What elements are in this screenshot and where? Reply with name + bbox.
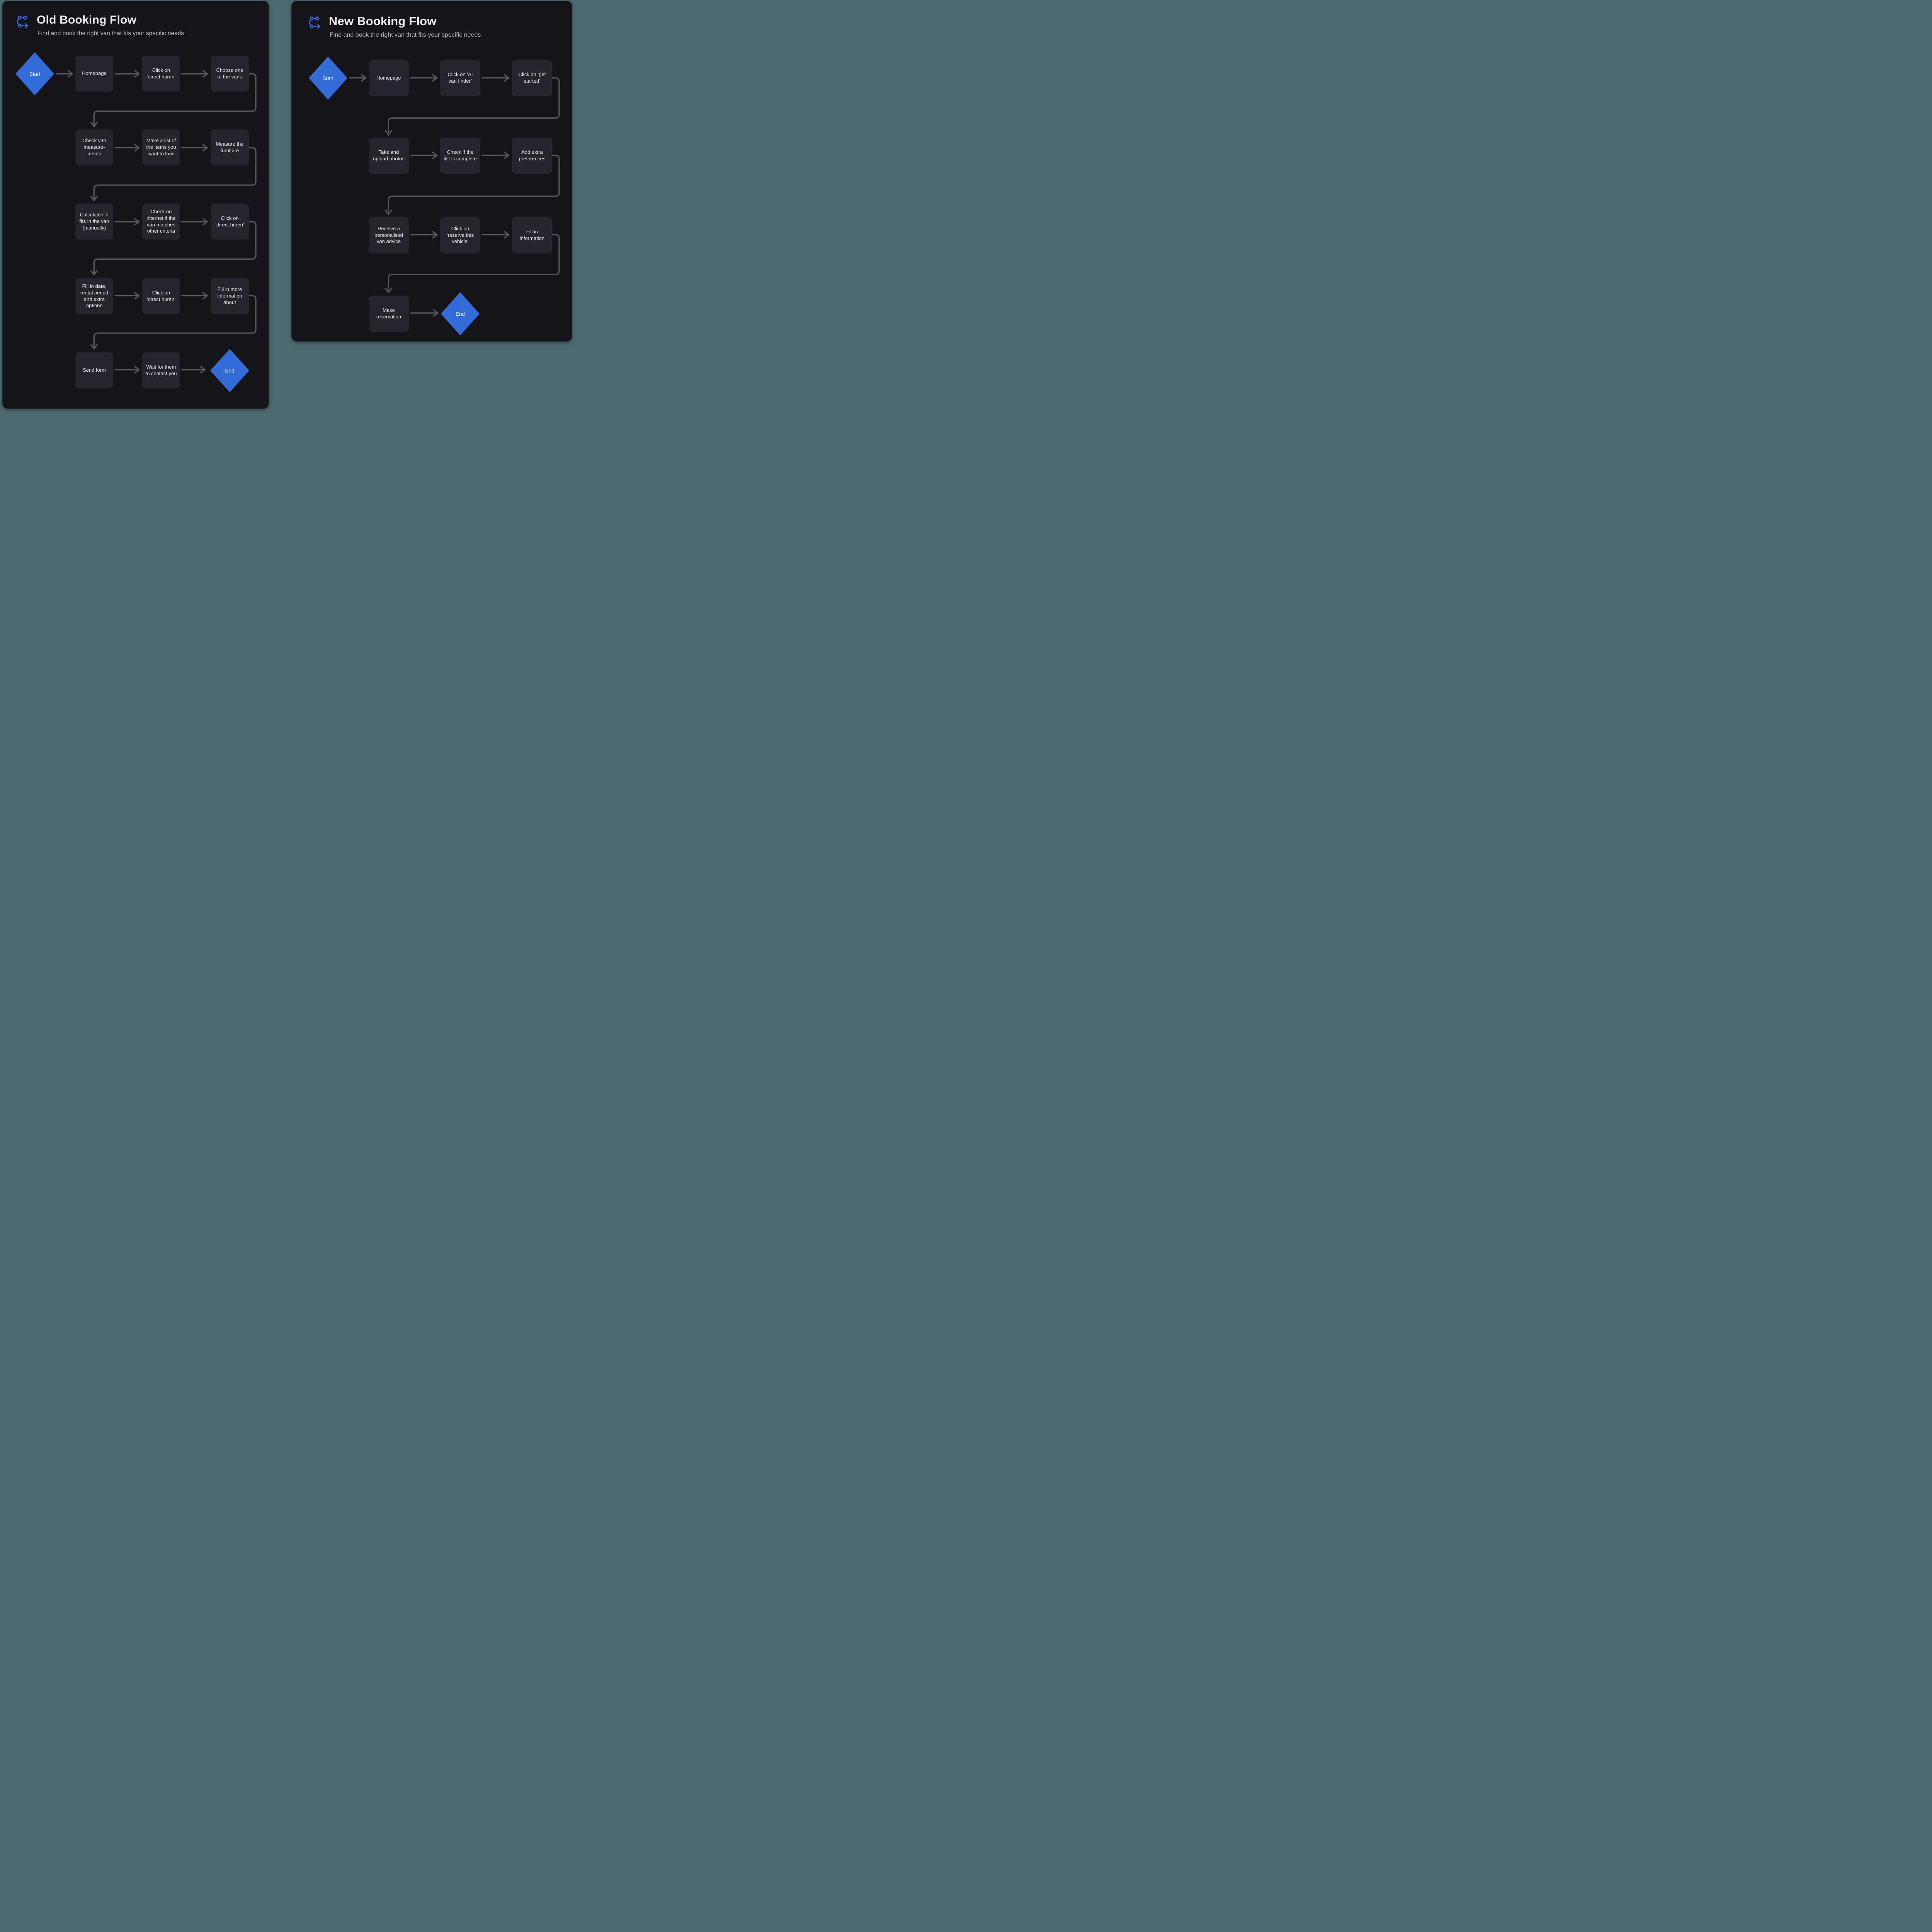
flow-node-click-ai-van-finder: Click on ‘AI van finder’ — [440, 60, 480, 96]
flow-node-make-list-of-items: Make a list of the items you want to loa… — [142, 129, 180, 165]
flow-node-check-on-internet: Check on internet if the van matches oth… — [142, 204, 180, 240]
flow-node-fill-in-more-information: Fill in more information about — [211, 278, 249, 314]
booking-flow-icon — [17, 15, 28, 28]
flow-node-homepage: Homepage — [369, 60, 409, 96]
arrowhead-icon — [134, 292, 140, 299]
new-flow-title: New Booking Flow — [329, 14, 437, 28]
old-flow-header-text: Old Booking Flow Find and book the right… — [37, 14, 184, 37]
arrowhead-icon — [200, 366, 206, 374]
arrowhead-icon — [202, 144, 208, 152]
arrowhead-icon — [503, 231, 510, 239]
flow-node-receive-personalised-van-advice: Receive a personalised van advice — [369, 217, 409, 253]
booking-flow-icon — [309, 16, 320, 29]
flow-node-click-direct-huren-2: Click on ‘direct huren’ — [211, 204, 249, 240]
flow-node-fill-in-information: Fill in information — [512, 217, 552, 253]
flow-node-check-if-list-complete: Check if the list is complete — [440, 138, 480, 174]
flow-node-calculate-if-it-fits: Calculate if it fits in the van (manuall… — [75, 204, 113, 240]
flow-node-measure-the-furniture: Measure the furniture — [211, 129, 249, 165]
flow-node-send-form: Send form — [75, 352, 113, 388]
flow-node-end: End — [210, 349, 249, 392]
arrowhead-icon — [202, 70, 208, 78]
arrowhead-icon — [503, 151, 510, 159]
arrowhead-icon — [90, 270, 98, 276]
arrowhead-icon — [433, 309, 439, 317]
arrowhead-icon — [503, 74, 510, 82]
old-flow-subtitle: Find and book the right van that fits yo… — [37, 30, 184, 37]
arrowhead-icon — [134, 218, 140, 226]
new-flow-header-text: New Booking Flow Find and book the right… — [329, 14, 481, 39]
arrowhead-icon — [432, 151, 438, 159]
flow-node-end: End — [441, 292, 480, 335]
arrowhead-icon — [90, 122, 98, 128]
arrowhead-icon — [134, 366, 140, 374]
flow-node-click-reserve-this-vehicle: Click on ‘reserve this vehicle’ — [440, 217, 480, 253]
new-flow-subtitle: Find and book the right van that fits yo… — [330, 31, 481, 38]
flow-node-start: Start — [309, 56, 347, 100]
arrowhead-icon — [90, 196, 98, 201]
arrowhead-icon — [384, 130, 392, 136]
arrowhead-icon — [361, 74, 367, 82]
arrowhead-icon — [432, 231, 438, 239]
flow-node-fill-in-date-rental-extra: Fill in date, rental period and extra op… — [75, 278, 113, 314]
flow-node-click-get-started: Click on ‘get started’ — [512, 60, 552, 96]
old-flow-header: Old Booking Flow Find and book the right… — [17, 14, 184, 37]
flow-node-start: Start — [15, 52, 54, 95]
arrowhead-icon — [134, 70, 140, 78]
arrowhead-icon — [384, 209, 392, 215]
arrowhead-icon — [202, 292, 208, 299]
flow-node-homepage: Homepage — [75, 56, 113, 92]
arrowhead-icon — [90, 344, 98, 350]
flow-node-make-reservation: Make reservation — [369, 296, 409, 332]
arrowhead-icon — [134, 144, 140, 152]
arrowhead-icon — [202, 218, 208, 226]
arrowhead-icon — [384, 287, 392, 293]
flow-node-click-direct-huren-3: Click on ‘direct huren’ — [142, 278, 180, 314]
arrowhead-icon — [432, 74, 438, 82]
arrowhead-icon — [67, 70, 73, 78]
flow-node-check-van-measurements: Check van measure- ments — [75, 129, 113, 165]
flow-node-take-and-upload-photos: Take and upload photos — [369, 138, 409, 174]
old-booking-flow-panel: Old Booking Flow Find and book the right… — [2, 1, 269, 409]
new-flow-header: New Booking Flow Find and book the right… — [309, 14, 481, 39]
flow-node-wait-for-contact: Wait for them to contact you — [142, 352, 180, 388]
flow-node-add-extra-preferences: Add extra preferences — [512, 138, 552, 174]
new-booking-flow-panel: New Booking Flow Find and book the right… — [291, 1, 572, 342]
flow-node-click-direct-huren-1: Click on ‘direct huren’ — [142, 56, 180, 92]
flow-node-choose-one-of-the-vans: Choose one of the vans — [211, 56, 249, 92]
old-flow-title: Old Booking Flow — [37, 14, 137, 26]
